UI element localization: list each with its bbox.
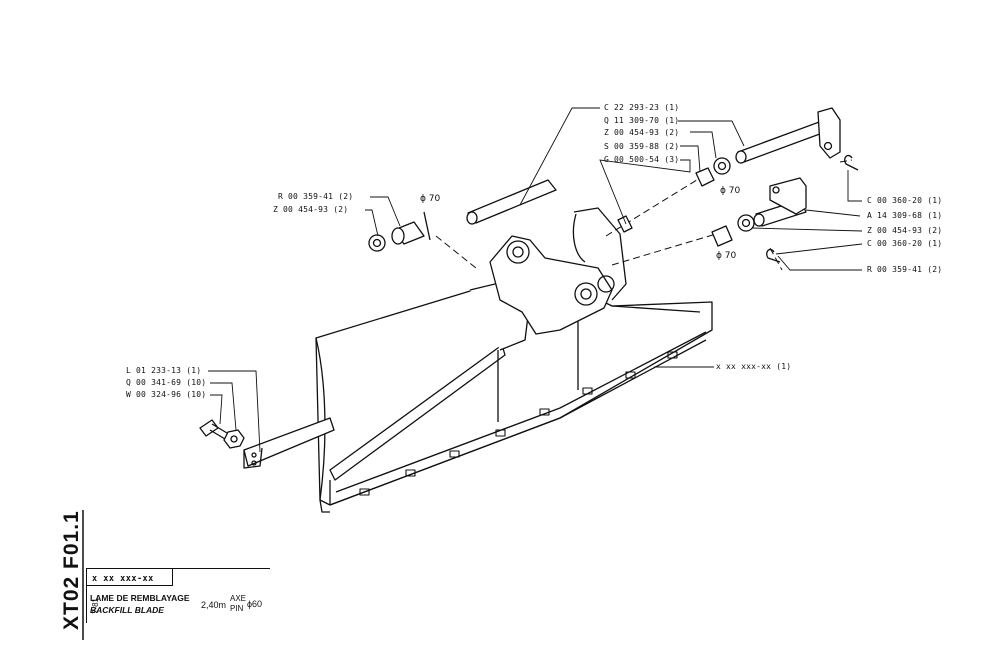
center-bracket: [489, 207, 627, 335]
label-w00: W 00 324-96 (10): [126, 390, 207, 399]
wear-strip: [243, 417, 335, 469]
long-pin: [466, 179, 557, 225]
axe-label: AXE: [230, 594, 247, 603]
cutting-edge-bolts: [359, 351, 678, 496]
label-s00: S 00 359-88 (2): [604, 142, 680, 151]
label-c00a: C 00 360-20 (1): [867, 196, 943, 205]
top-pin-assembly: [695, 107, 859, 187]
ref-box: [86, 568, 173, 586]
label-c00b: C 00 360-20 (1): [867, 239, 943, 248]
sheet-code: XT02 F01.1: [60, 510, 83, 630]
label-a14: A 14 309-68 (1): [867, 211, 943, 220]
leader-lines: [208, 107, 863, 453]
left-bushing: [368, 211, 431, 252]
label-q00: Q 00 341-69 (10): [126, 378, 207, 387]
label-z00b: Z 00 454-93 (2): [867, 226, 943, 235]
bolt-and-nut: [199, 419, 245, 449]
label-q11: Q 11 309-70 (1): [604, 116, 680, 125]
label-z00-left: Z 00 454-93 (2): [273, 205, 349, 214]
title-box: [86, 568, 270, 623]
title-english: BACKFILL BLADE: [90, 605, 164, 615]
dimension-phi-left: ϕ 70: [420, 194, 441, 204]
pin-diameter: ϕ60: [247, 599, 263, 609]
right-pin-assembly: [711, 177, 807, 263]
label-r00-right: R 00 359-41 (2): [867, 265, 943, 274]
assembly-dashes: [435, 159, 853, 271]
dimension-phi-right: ϕ 70: [716, 251, 737, 261]
label-xxx: x xx xxx-xx (1): [716, 362, 792, 371]
g-bolt: [617, 215, 633, 233]
label-g00: G 00 500-54 (3): [604, 155, 680, 164]
pin-label: PIN: [230, 604, 244, 613]
label-c22: C 22 293-23 (1): [604, 103, 680, 112]
title-french: LAME DE REMBLAYAGE: [90, 593, 190, 603]
reference-number: x xx xxx-xx: [92, 574, 154, 584]
label-r00-left: R 00 359-41 (2): [278, 192, 354, 201]
label-l01: L 01 233-13 (1): [126, 366, 202, 375]
blade-width: 2,40m: [201, 600, 227, 610]
dimension-phi-top: ϕ 70: [720, 186, 741, 196]
blade-body: [315, 277, 713, 513]
label-z00a: Z 00 454-93 (2): [604, 128, 680, 137]
